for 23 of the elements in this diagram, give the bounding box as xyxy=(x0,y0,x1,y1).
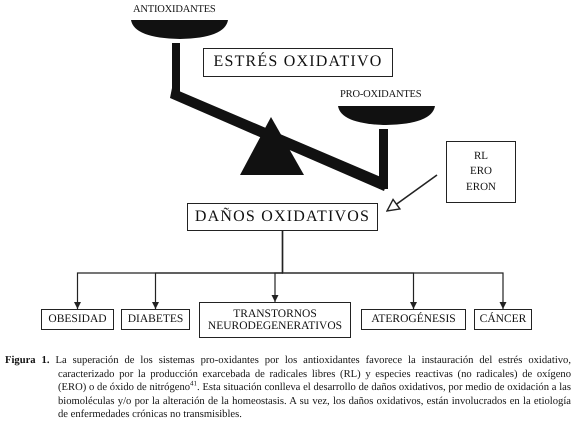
process-box xyxy=(121,309,190,330)
box-label: RL xyxy=(474,150,488,162)
process-box xyxy=(474,309,532,330)
process-box xyxy=(361,309,466,330)
arrow xyxy=(386,174,438,212)
process-box xyxy=(203,48,393,77)
pan-label: PRO-OXIDANTES xyxy=(340,89,422,100)
box-label: DAÑOS OXIDATIVOS xyxy=(194,208,370,226)
process-box xyxy=(199,302,351,338)
process-box xyxy=(187,203,378,231)
process-box xyxy=(41,309,114,330)
pan-label: ANTIOXIDANTES xyxy=(133,4,216,15)
box-label: ESTRÉS OXIDATIVO xyxy=(214,54,382,71)
box-label: TRANSTORNOS NEURODEGENERATIVOS xyxy=(206,308,344,332)
process-box xyxy=(446,141,516,203)
arrow xyxy=(282,231,506,309)
figure-caption: Figura 1. La superación de los sistemas pro-oxidantes por los antioxidantes favorece la instauración del estrés oxidativo, caracterizado por la producción exarcebada de radicales libres (RL) y especies reactivas (no radicales) de oxígeno (ERO) o de óxido de nitrógeno$^{41}$. Esta situación conlleva el desarrollo de daños oxidativos, por medio de oxidación a las biomoléculas y/o por la alteración de la homeostasis. A su vez, los daños oxidativos, están involucrados en la etiología de enfermedades crónicas no transmisibles. xyxy=(5,354,571,422)
box-label: CÁNCER xyxy=(480,313,526,326)
box-label: ATEROGÉNESIS xyxy=(371,313,456,326)
box-label: OBESIDAD xyxy=(48,313,107,326)
box-label: ERON xyxy=(466,182,496,194)
box-label: ERO xyxy=(470,166,492,178)
box-label: DIABETES xyxy=(128,313,184,326)
